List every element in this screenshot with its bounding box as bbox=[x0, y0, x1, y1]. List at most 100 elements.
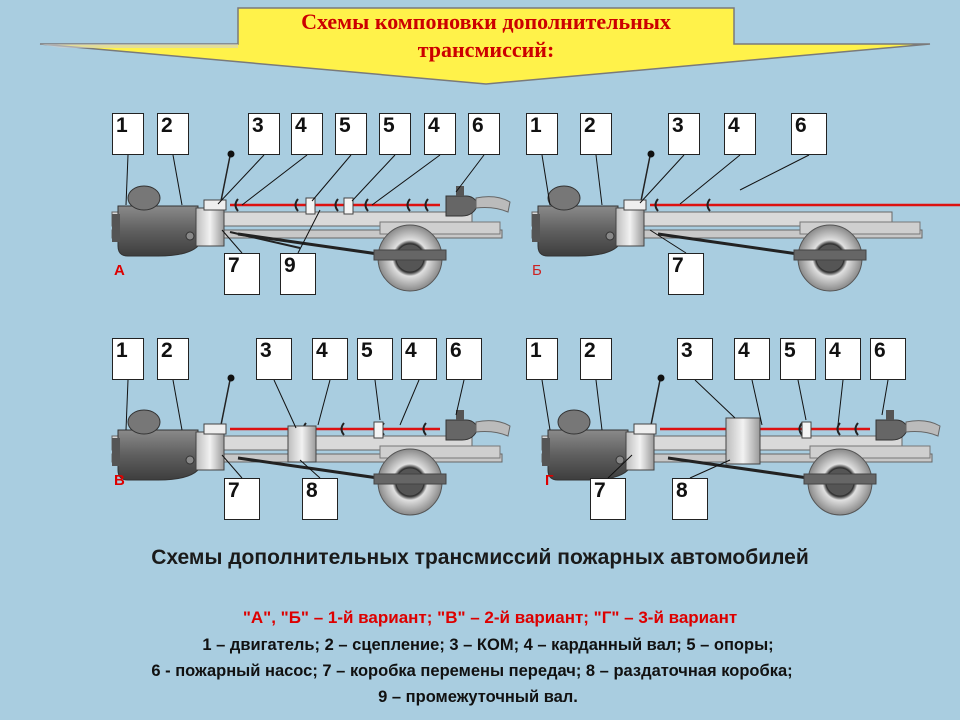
label-box: 4 bbox=[734, 338, 770, 380]
label-box: 4 bbox=[724, 113, 756, 155]
joint bbox=[424, 198, 429, 212]
caption-title: Схемы дополнительных трансмиссий пожарны… bbox=[151, 546, 809, 569]
leader-line bbox=[317, 379, 331, 426]
joint bbox=[654, 198, 659, 212]
leader-line bbox=[371, 154, 441, 206]
engine-filter bbox=[127, 185, 161, 211]
variant-label: А bbox=[114, 262, 125, 279]
label-box: 4 bbox=[312, 338, 348, 380]
main-driveshaft bbox=[237, 232, 393, 258]
leader-line bbox=[837, 379, 844, 426]
joint bbox=[836, 422, 841, 436]
engine-front bbox=[112, 214, 120, 242]
engine-filter bbox=[547, 185, 581, 211]
lever-knob bbox=[647, 150, 655, 158]
banner-title-line2: трансмиссий: bbox=[417, 37, 555, 62]
bolt bbox=[185, 455, 195, 465]
leader-line bbox=[455, 379, 465, 416]
label-box: 6 bbox=[468, 113, 500, 155]
banner-title-line1: Схемы компоновки дополнительных bbox=[301, 9, 671, 34]
shaft-support bbox=[801, 421, 812, 439]
engine-front bbox=[112, 438, 120, 466]
chassis bbox=[111, 374, 511, 516]
joint bbox=[340, 422, 345, 436]
label-box: 1 bbox=[112, 338, 144, 380]
shaft-support bbox=[305, 197, 316, 215]
joint bbox=[422, 422, 427, 436]
gearbox bbox=[625, 431, 655, 471]
leader-line bbox=[595, 379, 603, 431]
leader-line bbox=[125, 154, 129, 206]
pto-box bbox=[623, 199, 647, 211]
label-box: 4 bbox=[291, 113, 323, 155]
main-driveshaft bbox=[667, 456, 823, 482]
leader-line bbox=[639, 154, 685, 204]
pto-box bbox=[203, 199, 227, 211]
label-box: 5 bbox=[379, 113, 411, 155]
leader-line bbox=[881, 379, 889, 416]
shaft-support bbox=[343, 197, 354, 215]
label-box: 6 bbox=[791, 113, 827, 155]
pto-box bbox=[633, 423, 657, 435]
leader-line bbox=[679, 154, 741, 205]
label-box: 4 bbox=[825, 338, 861, 380]
label-box: 7 bbox=[590, 478, 626, 520]
leader-line bbox=[751, 379, 763, 426]
label-box: 3 bbox=[677, 338, 713, 380]
pump-outlet bbox=[886, 410, 894, 420]
bolt bbox=[605, 231, 615, 241]
gear-lever bbox=[649, 379, 661, 431]
leader-line bbox=[217, 154, 265, 205]
label-box: 7 bbox=[224, 253, 260, 295]
fire-pump bbox=[875, 419, 909, 441]
joint bbox=[294, 198, 299, 212]
label-box: 6 bbox=[446, 338, 482, 380]
shaft-support bbox=[373, 421, 384, 439]
lever-knob bbox=[227, 374, 235, 382]
joint bbox=[706, 198, 711, 212]
joint bbox=[798, 422, 803, 436]
engine bbox=[547, 429, 629, 481]
main-driveshaft bbox=[237, 456, 393, 482]
label-box: 5 bbox=[357, 338, 393, 380]
leader-line bbox=[399, 379, 420, 426]
gearbox bbox=[195, 431, 225, 471]
joint bbox=[364, 198, 369, 212]
rear-axle bbox=[793, 249, 867, 261]
leader-line bbox=[595, 154, 603, 206]
intermediate-shaft bbox=[229, 231, 301, 249]
variant-label: В bbox=[114, 472, 125, 489]
lever-knob bbox=[227, 150, 235, 158]
leader-line bbox=[797, 379, 807, 421]
leader-line bbox=[607, 454, 633, 479]
gearbox bbox=[615, 207, 645, 247]
engine-front bbox=[532, 214, 540, 242]
leader-line bbox=[299, 459, 321, 479]
lever-knob bbox=[657, 374, 665, 382]
engine-front bbox=[542, 438, 550, 466]
label-box: 3 bbox=[668, 113, 700, 155]
gear-lever bbox=[219, 155, 231, 207]
leader-line bbox=[221, 454, 243, 479]
label-box: 2 bbox=[580, 338, 612, 380]
pto-box bbox=[203, 423, 227, 435]
label-box: 1 bbox=[112, 113, 144, 155]
label-box: 6 bbox=[870, 338, 906, 380]
legend-line-2: 6 - пожарный насос; 7 – коробка перемены… bbox=[151, 662, 793, 680]
label-box: 5 bbox=[780, 338, 816, 380]
gearbox bbox=[195, 207, 225, 247]
bolt bbox=[615, 455, 625, 465]
fire-pump bbox=[445, 419, 479, 441]
joint bbox=[854, 422, 859, 436]
legend-line-3: 9 – промежуточный вал. bbox=[378, 688, 578, 706]
variant-label: Г bbox=[545, 472, 554, 489]
label-box: 2 bbox=[157, 338, 189, 380]
leader-line bbox=[541, 379, 551, 431]
rear-axle bbox=[373, 249, 447, 261]
banner-title: Схемы компоновки дополнительных трансмис… bbox=[238, 8, 734, 64]
chassis bbox=[541, 374, 941, 516]
label-box: 5 bbox=[335, 113, 367, 155]
label-box: 4 bbox=[424, 113, 456, 155]
